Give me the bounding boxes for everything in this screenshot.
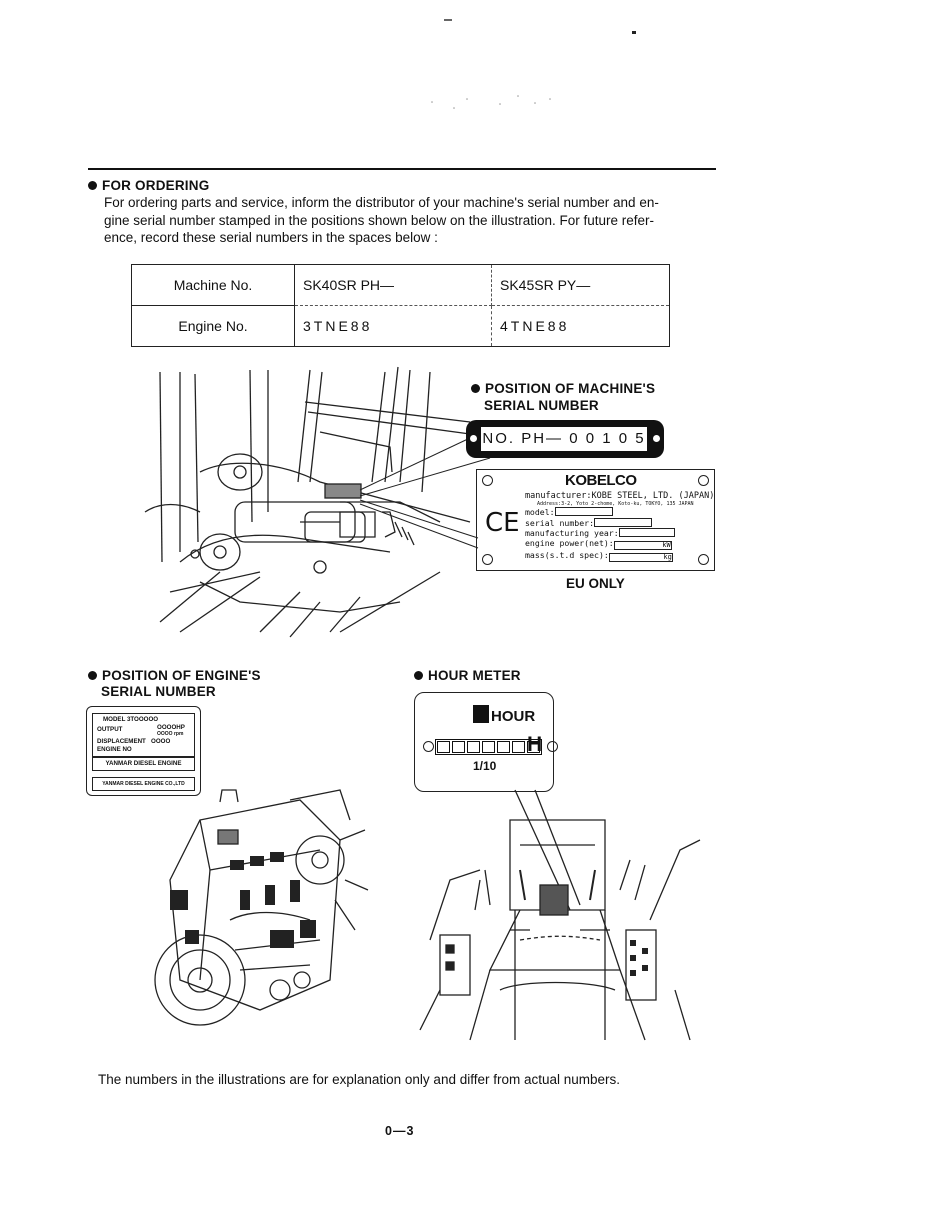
power-field: kW <box>613 541 672 551</box>
hour-meter-digits <box>435 739 542 755</box>
screw-hole-icon <box>698 475 709 486</box>
bullet-icon <box>88 671 97 680</box>
engine-plate-output: OUTPUT <box>97 726 123 733</box>
page-number: 0—3 <box>385 1124 415 1138</box>
engine-illustration <box>154 789 369 1026</box>
digit-cell <box>497 741 510 753</box>
bullet-icon <box>88 181 97 190</box>
digit-cell <box>437 741 450 753</box>
mass-field: kg <box>608 553 673 563</box>
table-row: Engine No. 3TNE88 4TNE88 <box>131 305 670 347</box>
serial-field <box>594 517 653 527</box>
scan-specks <box>431 19 636 109</box>
table-row: Machine No. SK40SR PH— SK45SR PY— <box>131 264 670 306</box>
engine-serial-heading: POSITION OF ENGINE'S <box>88 668 261 683</box>
screw-hole-icon <box>698 554 709 565</box>
serial-number-table: Machine No. SK40SR PH— SK45SR PY— Engine… <box>131 264 670 347</box>
ordering-text: For ordering parts and service, inform t… <box>104 195 659 245</box>
digit-cell <box>452 741 465 753</box>
rivet-icon <box>470 435 477 442</box>
kobelco-logo: KOBELCO <box>565 472 637 489</box>
eu-year: manufacturing year: <box>525 527 714 538</box>
eu-address: Address:3-2, Yoto 2-chome, Koto-ku, TOKY… <box>537 501 694 508</box>
hourglass-icon <box>473 705 489 723</box>
engine-serial-heading-2: SERIAL NUMBER <box>101 684 216 699</box>
ce-mark: CE <box>485 508 520 538</box>
digit-cell <box>527 741 540 753</box>
bullet-icon <box>414 671 423 680</box>
machine-no-sk40sr: SK40SR PH— <box>294 264 492 306</box>
engine-plate-model: MODEL 3TOOOOO <box>103 716 159 723</box>
bullet-icon <box>471 384 480 393</box>
eu-mass: mass(s.t.d spec):kg <box>525 550 673 563</box>
engine-plate-fields: MODEL 3TOOOOO OUTPUT OOOOHP OOOO rpm DIS… <box>92 713 195 757</box>
screw-hole-icon <box>482 554 493 565</box>
machine-serial-heading-2: SERIAL NUMBER <box>484 398 599 413</box>
engine-no-4tne88: 4TNE88 <box>500 318 570 334</box>
top-rule <box>88 168 716 170</box>
eu-data-plate: KOBELCO CE manufacturer:KOBE STEEL, LTD.… <box>476 469 715 571</box>
cab-interior-illustration <box>419 789 701 1041</box>
machine-pointer-lines <box>359 437 491 549</box>
year-field <box>618 527 675 537</box>
machine-illustration <box>144 366 471 638</box>
engine-no-3tne88: 3TNE88 <box>294 305 492 347</box>
model-field <box>554 507 613 517</box>
hour-meter-title: HOUR <box>473 705 535 725</box>
engine-plate-displacement: DISPLACEMENT <box>97 738 146 745</box>
engine-no-label: Engine No. <box>131 305 295 347</box>
mount-hole-icon <box>547 741 558 752</box>
ordering-heading: FOR ORDERING <box>88 178 209 193</box>
hour-meter-heading: HOUR METER <box>414 668 521 683</box>
engine-plate-maker: YANMAR DIESEL ENGINE <box>92 757 195 771</box>
hour-meter-tenth: 1/10 <box>473 759 497 773</box>
engine-data-plate: MODEL 3TOOOOO OUTPUT OOOOHP OOOO rpm DIS… <box>86 706 201 796</box>
mount-hole-icon <box>423 741 434 752</box>
digit-cell <box>512 741 525 753</box>
machine-serial-heading: POSITION OF MACHINE'S <box>471 381 655 396</box>
hour-meter-h: H <box>527 733 543 756</box>
footnote: The numbers in the illustrations are for… <box>98 1072 621 1087</box>
digit-cell <box>482 741 495 753</box>
engine-plate-output-value: OOOOHP <box>157 724 185 731</box>
engine-plate-engine-no: ENGINE NO <box>97 746 132 753</box>
eu-serial: serial number: <box>525 517 714 528</box>
rivet-icon <box>653 435 660 442</box>
hour-meter-panel: HOUR H 1/10 <box>414 692 558 792</box>
eu-plate-fields: manufacturer:KOBE STEEL, LTD. (JAPAN) Ad… <box>525 490 715 563</box>
eu-manufacturer: manufacturer:KOBE STEEL, LTD. (JAPAN) <box>525 491 715 501</box>
machine-plate-number: NO. PH— 0 0 1 0 5 <box>480 426 648 452</box>
eu-model: model: <box>525 507 714 517</box>
machine-no-sk45sr: SK45SR PY— <box>491 264 670 306</box>
engine-plate-rpm-value: OOOO rpm <box>157 731 184 737</box>
machine-no-label: Machine No. <box>131 264 295 306</box>
digit-cell <box>467 741 480 753</box>
machine-number-plate: NO. PH— 0 0 1 0 5 <box>466 420 664 458</box>
eu-only-caption: EU ONLY <box>566 576 625 591</box>
engine-plate-displacement-value: OOOO <box>151 738 171 745</box>
screw-hole-icon <box>482 475 493 486</box>
eu-power: engine power(net):kW <box>525 538 672 551</box>
engine-plate-company: YANMAR DIESEL ENGINE CO.,LTD <box>92 777 195 791</box>
